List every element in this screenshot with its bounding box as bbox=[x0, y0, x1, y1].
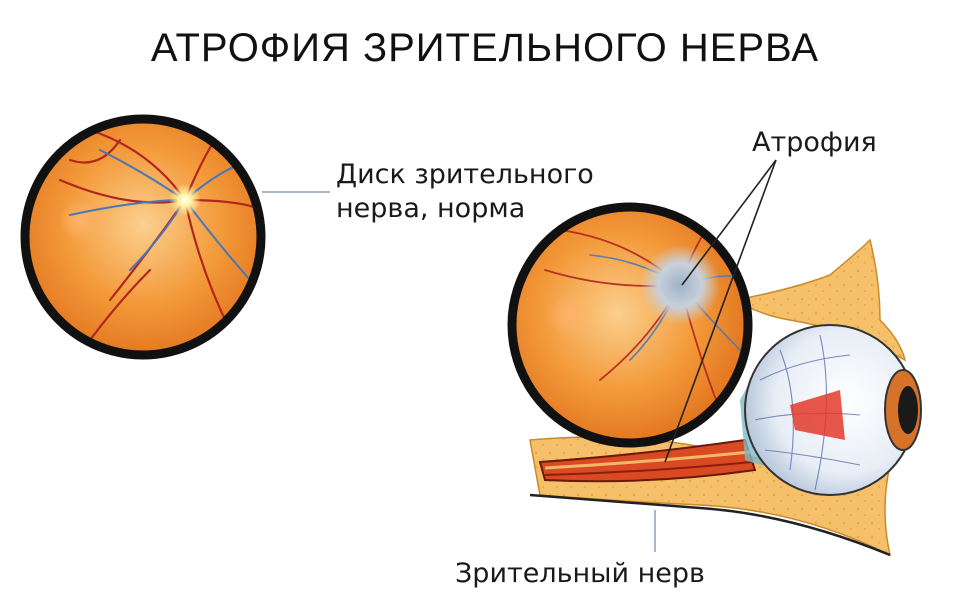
atrophic-fundus-border bbox=[507, 202, 753, 448]
healthy-optic-disc bbox=[169, 184, 201, 216]
label-atrophy: Атрофия bbox=[752, 127, 877, 158]
label-normal-disc-line1: Диск зрительного bbox=[336, 159, 594, 190]
label-normal-disc-line2: нерва, норма bbox=[336, 193, 526, 224]
pupil bbox=[898, 386, 918, 434]
leader-lines bbox=[262, 191, 656, 552]
label-optic-nerve: Зрительный нерв bbox=[455, 558, 705, 589]
label-normal-disc: Диск зрительного нерва, норма bbox=[336, 158, 594, 226]
atrophy-pointers bbox=[664, 159, 777, 463]
leader-atrophy-disc bbox=[681, 159, 777, 286]
normal-fundus bbox=[20, 114, 266, 360]
normal-fundus-border bbox=[20, 114, 266, 360]
eye-anatomy bbox=[529, 238, 922, 557]
diagram-title: АТРОФИЯ ЗРИТЕЛЬНОГО НЕРВА bbox=[150, 26, 820, 70]
atrophic-optic-disc bbox=[640, 245, 720, 325]
leader-atrophy-nerve bbox=[664, 159, 777, 463]
atrophic-fundus bbox=[507, 202, 753, 448]
